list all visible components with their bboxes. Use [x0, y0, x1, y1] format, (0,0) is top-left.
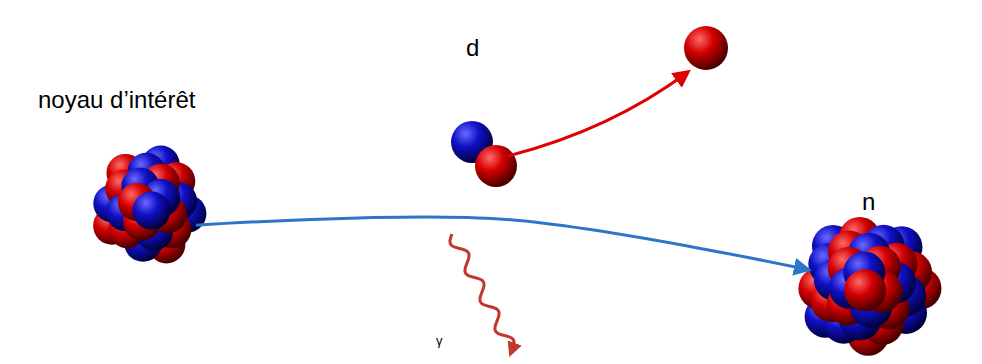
particle-label: d: [466, 34, 479, 62]
nucleus-label: noyau d’intérêt: [38, 86, 195, 114]
neutron-ball: [133, 192, 171, 230]
nucleus: n: [810, 226, 926, 342]
proton-ball: [475, 145, 517, 187]
gamma-ray: [450, 234, 514, 350]
proton-ball: [684, 26, 728, 70]
trajectory-arrow: [196, 217, 810, 270]
proton-ball: [844, 269, 886, 311]
nucleus: noyau d’intérêt: [100, 158, 196, 254]
particle-label: n: [862, 188, 875, 216]
gamma-label: γ: [436, 334, 443, 349]
proton-path: [508, 72, 688, 156]
